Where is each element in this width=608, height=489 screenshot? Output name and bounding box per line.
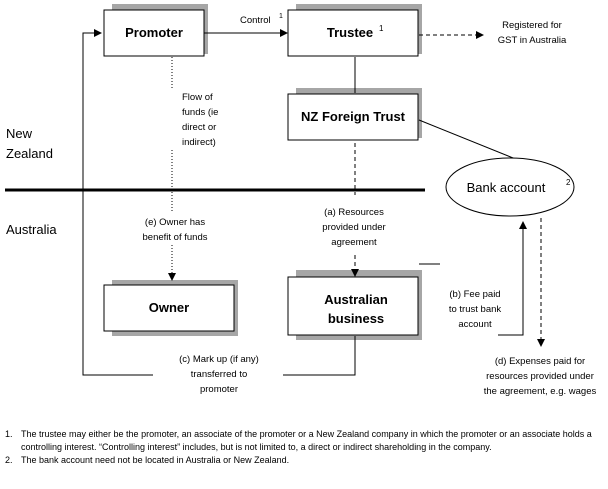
region-nz-line1: New xyxy=(6,126,33,141)
trustee-superscript: 1 xyxy=(379,24,384,33)
region-australia: Australia xyxy=(6,222,57,237)
owner-label: Owner xyxy=(149,300,189,315)
markup-label-1: (c) Mark up (if any) xyxy=(179,354,259,365)
footnote-text: The bank account need not be located in … xyxy=(21,455,290,465)
markup-line-right xyxy=(283,336,356,376)
control-superscript: 1 xyxy=(279,13,283,20)
fee-arrow xyxy=(498,221,527,336)
expenses-label-2: resources provided under xyxy=(486,371,594,382)
au-business-box xyxy=(287,276,419,336)
resources-label-2: provided under xyxy=(322,222,385,233)
footnote-number: 1. xyxy=(5,429,13,439)
au-business-label-2: business xyxy=(328,311,384,326)
au-business-label-1: Australian xyxy=(324,292,388,307)
footnote-text: The trustee may either be the promoter, … xyxy=(21,429,592,452)
trust-bank-line xyxy=(418,119,524,163)
region-nz-line2: Zealand xyxy=(6,146,53,161)
owner-benefit-label-2: benefit of funds xyxy=(143,232,208,243)
flow-label-2: funds (ie xyxy=(182,107,218,118)
expenses-label-1: (d) Expenses paid for xyxy=(495,356,585,367)
resources-label-1: (a) Resources xyxy=(324,207,384,218)
flow-label-1: Flow of xyxy=(182,92,213,103)
resources-label-3: agreement xyxy=(331,237,377,248)
fee-label-1: (b) Fee paid xyxy=(449,289,500,300)
bank-account-label: Bank account xyxy=(467,180,546,195)
gst-label-2: GST in Australia xyxy=(498,35,567,46)
control-label: Control xyxy=(240,15,271,26)
nz-trust-label: NZ Foreign Trust xyxy=(301,109,406,124)
markup-label-2: transferred to xyxy=(191,369,248,380)
footnote-1: 1. The trustee may either be the promote… xyxy=(5,428,605,454)
bank-account-superscript: 2 xyxy=(566,178,571,187)
trustee-box xyxy=(287,9,419,57)
gst-label-1: Registered for xyxy=(502,20,562,31)
nz-trust-box xyxy=(287,93,419,141)
bank-account-ellipse xyxy=(445,157,575,217)
trustee-label: Trustee xyxy=(327,25,373,40)
fee-label-2: to trust bank xyxy=(449,304,502,315)
flow-label-3: direct or xyxy=(182,122,216,133)
promoter-box xyxy=(103,9,205,57)
expenses-label-3: the agreement, e.g. wages xyxy=(484,386,597,397)
fee-label-3: account xyxy=(458,319,492,330)
footnote-number: 2. xyxy=(5,455,13,465)
flow-label-4: indirect) xyxy=(182,137,216,148)
footnotes: 1. The trustee may either be the promote… xyxy=(5,428,605,467)
promoter-label: Promoter xyxy=(125,25,183,40)
footnote-2: 2. The bank account need not be located … xyxy=(5,454,605,467)
markup-label-3: promoter xyxy=(200,384,238,395)
owner-benefit-label-1: (e) Owner has xyxy=(145,217,205,228)
owner-box xyxy=(103,284,235,332)
markup-arrow xyxy=(82,29,153,376)
